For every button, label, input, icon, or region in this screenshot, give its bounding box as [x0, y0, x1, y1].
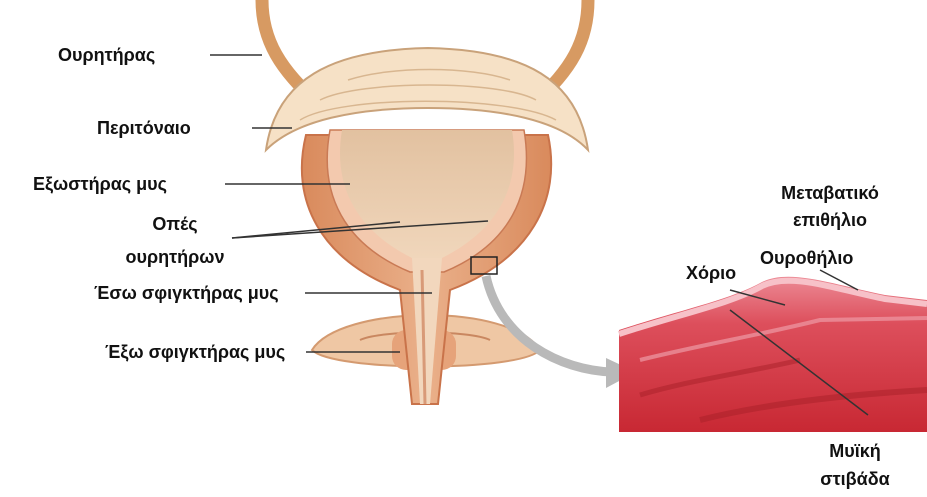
label-external-sphincter: Έξω σφιγκτήρας μυς	[105, 341, 285, 363]
label-ureteral-openings-line2: ουρητήρων	[120, 246, 230, 268]
label-transitional-line1: Μεταβατικό	[745, 182, 915, 204]
label-muscular-line1: Μυϊκή	[800, 440, 910, 462]
label-detrusor: Εξωστήρας μυς	[33, 173, 167, 195]
label-lamina-propria: Χόριο	[686, 262, 736, 284]
label-ureteral-openings: Οπές ουρητήρων	[120, 213, 230, 268]
histology-panel	[619, 277, 927, 432]
label-peritoneum: Περιτόναιο	[97, 117, 191, 139]
label-urothelium: Ουροθήλιο	[760, 247, 853, 269]
label-internal-sphincter: Έσω σφιγκτήρας μυς	[94, 282, 279, 304]
label-ureteral-openings-line1: Οπές	[120, 213, 230, 235]
label-transitional-epithelium: Μεταβατικό επιθήλιο	[745, 182, 915, 231]
label-muscular-line2: στιβάδα	[800, 468, 910, 490]
label-transitional-line2: επιθήλιο	[745, 209, 915, 231]
label-ureter: Ουρητήρας	[58, 44, 155, 66]
label-muscular-layer: Μυϊκή στιβάδα	[800, 440, 910, 490]
